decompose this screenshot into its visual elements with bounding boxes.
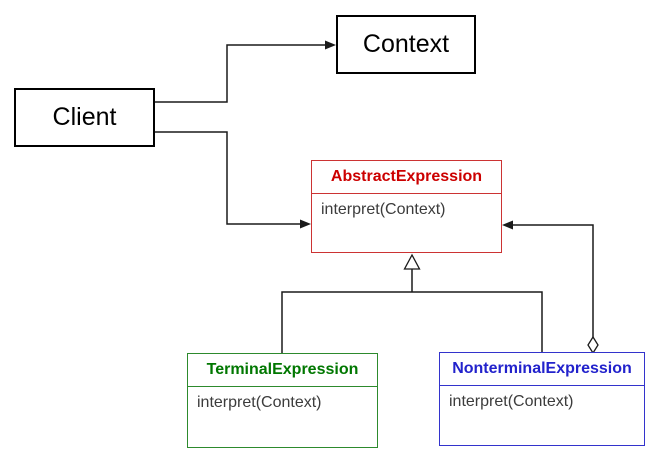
nonterminal-expression-title: NonterminalExpression (440, 353, 644, 386)
abstract-expression-method: interpret(Context) (321, 201, 446, 218)
node-context-label: Context (362, 30, 450, 58)
terminal-expression-method: interpret(Context) (197, 394, 322, 411)
edge-inheritance-bracket (281, 291, 543, 353)
aggregation-diamond-icon (587, 335, 599, 355)
node-client: Client (14, 88, 155, 147)
node-abstract-expression: AbstractExpression interpret(Context) (311, 160, 502, 253)
arrowhead-client-context-icon (325, 40, 336, 50)
abstract-expression-title: AbstractExpression (312, 161, 501, 194)
node-context: Context (336, 15, 476, 74)
node-nonterminal-expression: NonterminalExpression interpret(Context) (439, 352, 645, 446)
nonterminal-expression-method: interpret(Context) (449, 393, 574, 410)
edge-client-abstract-expression (155, 131, 300, 225)
node-terminal-expression: TerminalExpression interpret(Context) (187, 353, 378, 448)
edge-client-context (155, 44, 325, 103)
terminal-expression-title: TerminalExpression (188, 354, 377, 387)
inheritance-triangle-icon (403, 253, 421, 270)
arrowhead-client-abstract-expression-icon (300, 219, 311, 229)
arrowhead-aggregation-icon (502, 220, 513, 230)
node-client-label: Client (52, 103, 117, 131)
edge-nonterminal-aggregation (513, 224, 594, 337)
